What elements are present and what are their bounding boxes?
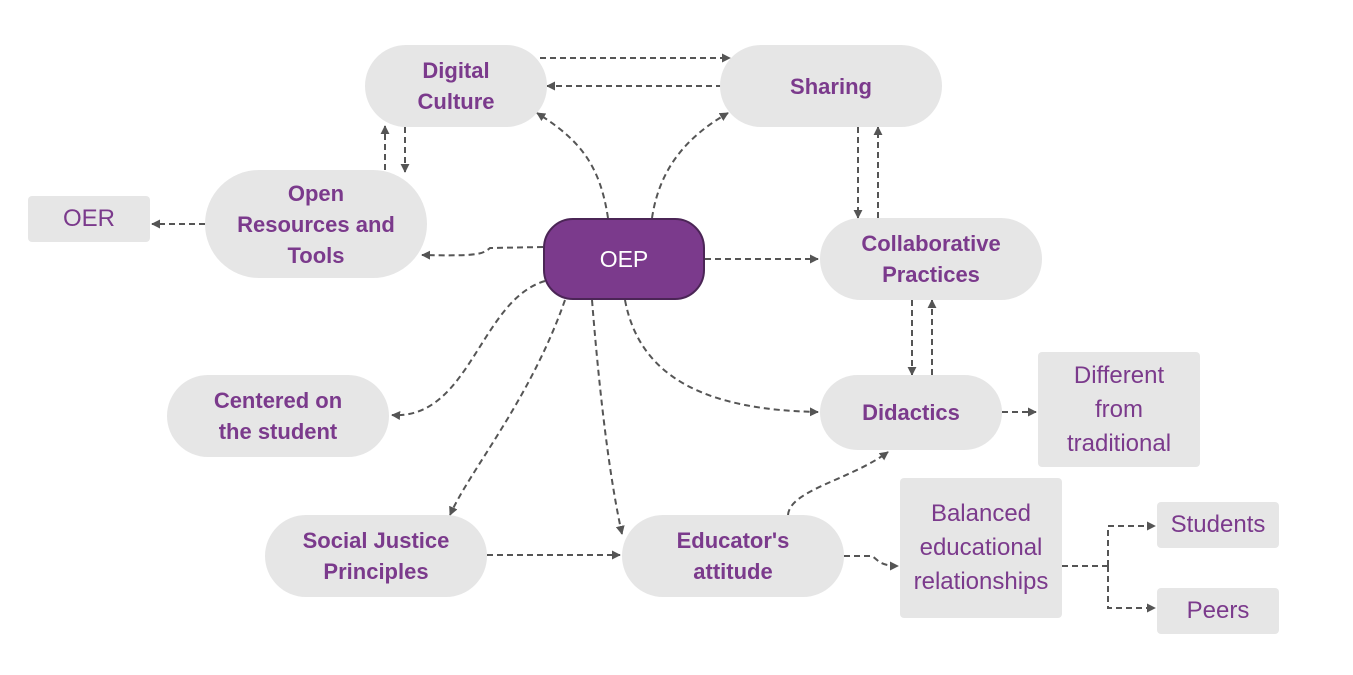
edge-oep-to-open-resources (421, 246, 544, 260)
node-centered-on-the-student: Centered on the student (167, 375, 389, 457)
edge-balanced-to-students (1107, 521, 1156, 566)
node-educators-attitude: Educator's attitude (622, 515, 844, 597)
edge-educator-to-balanced (844, 555, 899, 571)
node-oep-center: OEP (543, 218, 705, 300)
edge-oep-to-digital-culture (536, 112, 609, 219)
node-sharing: Sharing (720, 45, 942, 127)
node-peers: Peers (1157, 588, 1279, 634)
node-collaborative-practices: Collaborative Practices (820, 218, 1042, 300)
edge-oep-to-educator (591, 299, 625, 535)
node-oer: OER (28, 196, 150, 242)
edge-oep-to-centered (391, 280, 546, 420)
node-didactics: Didactics (820, 375, 1002, 450)
node-digital-culture: Digital Culture (365, 45, 547, 127)
node-social-justice-principles: Social Justice Principles (265, 515, 487, 597)
node-balanced-educational-relationships: Balanced educational relationships (900, 478, 1062, 618)
edge-educator-to-didactics (787, 451, 889, 516)
node-different-from-traditional: Different from traditional (1038, 352, 1200, 467)
edge-oep-to-social-justice (449, 299, 566, 516)
node-students: Students (1157, 502, 1279, 548)
edge-oep-to-didactics (624, 299, 819, 417)
node-open-resources-and-tools: Open Resources and Tools (205, 170, 427, 278)
edge-balanced-to-peers (1107, 566, 1156, 613)
edge-oep-to-sharing (651, 112, 729, 219)
